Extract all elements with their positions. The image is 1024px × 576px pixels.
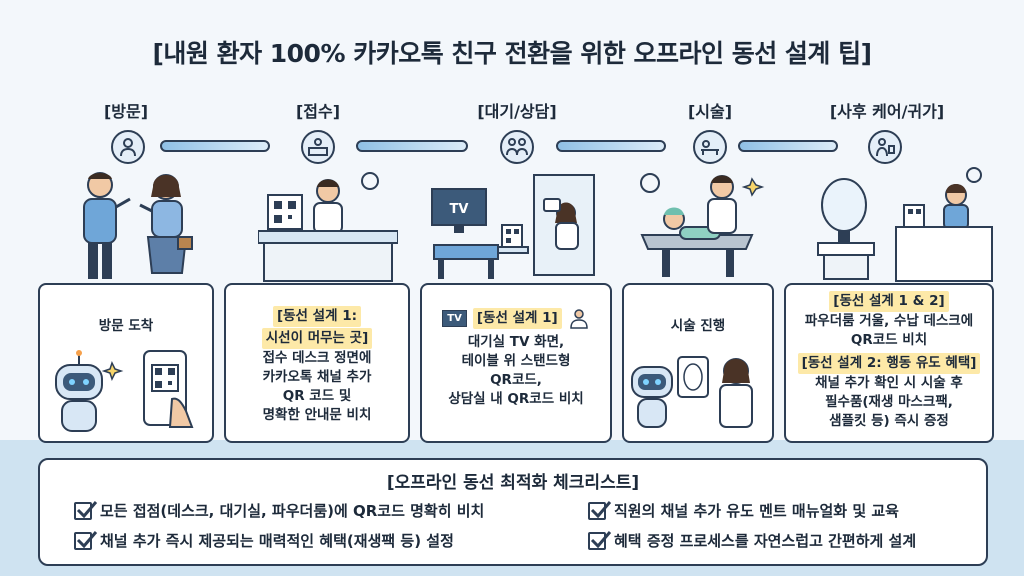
checkbox-checked-icon [74,500,98,520]
person-icon [111,130,145,164]
card-waiting-line: QR코드, [490,372,542,388]
card-aftercare-line: 채널 추가 확인 시 시술 후 [815,375,963,391]
reception-scene-illustration [258,172,398,282]
waiting-scene-illustration: TV [431,174,595,279]
step-label-visit: [방문] [103,102,149,121]
card-reception: [동선 설계 1: 시선이 머무는 곳] 접수 데스크 정면에 카카오톡 채널 … [224,283,410,443]
card-reception-line: QR 코드 및 [282,388,352,404]
checklist-panel: [오프라인 동선 최적화 체크리스트] 모든 접점(데스크, 대기실, 파우더룸… [38,458,988,566]
card-waiting-line: 상담실 내 QR코드 비치 [448,391,584,407]
card-aftercare-line: 샘플킷 등) 즉시 증정 [829,413,949,429]
card-waiting: TV [동선 설계 1] 대기실 TV 화면, 테이블 위 스탠드형 QR코드,… [420,283,612,443]
reception-desk-icon [301,130,335,164]
card-waiting-highlight: [동선 설계 1] [472,307,562,329]
connector-4 [738,140,838,152]
card-treatment-text: 시술 진행 [670,318,726,334]
waiting-tv-label: TV [450,202,469,217]
checklist-item-text: 직원의 채널 추가 유도 멘트 매뉴얼화 및 교육 [614,502,899,520]
card-aftercare-line: 파우더룸 거울, 수납 데스크에 [804,313,974,329]
aftercare-scene-illustration [817,167,993,282]
checkbox-checked-icon [588,500,612,520]
card-treatment: 시술 진행 [622,283,774,443]
card-reception-highlight-1: [동선 설계 1: [272,306,362,327]
checklist-item: 채널 추가 즉시 제공되는 매력적인 혜택(재생팩 등) 설정 [74,530,454,551]
connector-1 [160,140,270,152]
step-label-waiting: [대기/상담] [477,102,557,121]
card-waiting-line: 테이블 위 스탠드형 [461,353,571,369]
card-aftercare: [동선 설계 1 & 2] 파우더룸 거울, 수납 데스크에 QR코드 비치 [… [784,283,994,443]
card-waiting-line: 대기실 TV 화면, [467,334,565,350]
checklist-item: 혜택 증정 프로세스를 자연스럽고 간편하게 설계 [588,530,916,551]
checklist-item: 직원의 채널 추가 유도 멘트 매뉴얼화 및 교육 [588,500,899,521]
visit-scene-illustration [83,172,193,279]
checklist-item-text: 채널 추가 즉시 제공되는 매력적인 혜택(재생팩 등) 설정 [100,532,454,550]
checklist-item-text: 혜택 증정 프로세스를 자연스럽고 간편하게 설계 [614,532,917,550]
card-visit-text: 방문 도착 [98,318,154,334]
aftercare-icon [868,130,902,164]
step-label-aftercare: [사후 케어/귀가] [829,102,945,121]
connector-3 [556,140,666,152]
page-title: [내원 환자 100% 카카오톡 친구 전환을 위한 오프라인 동선 설계 팁] [152,39,872,68]
treatment-scene-illustration [640,173,765,277]
checkbox-checked-icon [74,530,98,550]
card-visit: 방문 도착 [38,283,214,443]
tv-icon: TV [442,309,467,327]
card-aftercare-highlight-1: [동선 설계 1 & 2] [829,291,949,312]
robot-with-mask-illustration [631,356,753,428]
card-reception-line: 명확한 안내문 비치 [262,407,372,423]
step-label-reception: [접수] [295,102,341,121]
doctor-icon [569,309,588,329]
card-reception-highlight-2: 시선이 머무는 곳] [261,328,373,349]
checklist-item-text: 모든 접점(데스크, 대기실, 파우더룸)에 QR코드 명확히 비치 [100,502,485,520]
treatment-bed-icon [693,130,727,164]
checklist-item: 모든 접점(데스크, 대기실, 파우더룸)에 QR코드 명확히 비치 [74,500,484,521]
connector-2 [356,140,468,152]
checklist-title: [오프라인 동선 최적화 체크리스트] [386,473,640,493]
card-reception-line: 접수 데스크 정면에 [262,350,372,366]
robot-icon [55,350,194,432]
step-label-treatment: [시술] [687,102,733,121]
card-aftercare-highlight-2: [동선 설계 2: 행동 유도 혜택] [797,353,981,374]
card-aftercare-line: 필수품(재생 마스크팩, [825,394,953,410]
consultation-icon [500,130,534,164]
checkbox-checked-icon [588,530,612,550]
card-reception-line: 카카오톡 채널 추가 [262,369,372,385]
card-aftercare-line: QR코드 비치 [850,332,928,348]
